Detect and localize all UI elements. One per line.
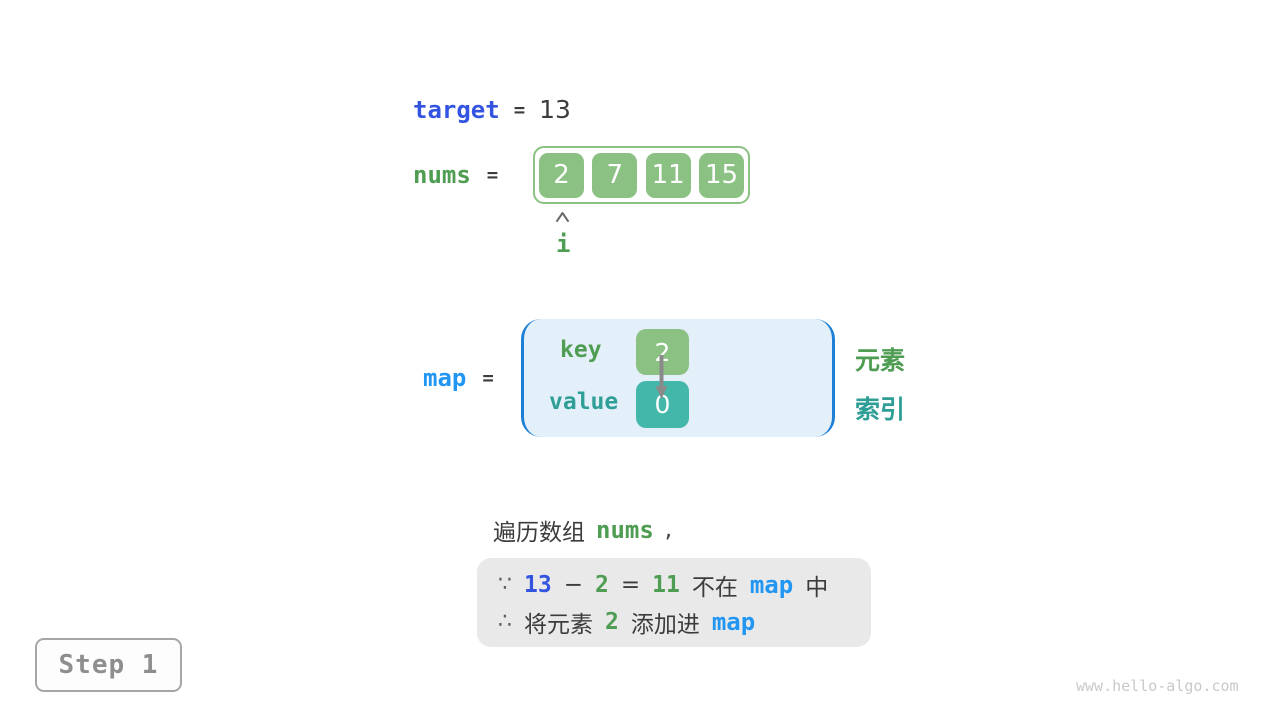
index-annotation: 索引	[855, 395, 906, 424]
nums-variable-name: nums	[413, 161, 471, 189]
nums-label: nums =	[413, 161, 498, 189]
array-cell: 11	[645, 152, 691, 198]
equals-sign: =	[513, 98, 526, 121]
minus-sign: −	[563, 571, 583, 598]
inference-line-2: ∴ 将元素 2 添加进 map	[498, 603, 871, 640]
traverse-sentence: 遍历数组 nums ,	[493, 513, 672, 547]
map-variable-name: map	[423, 364, 467, 392]
inference-line-1: ∵ 13 − 2 = 11 不在 map 中	[498, 566, 871, 603]
because-symbol: ∵	[498, 572, 512, 597]
index-pointer-label: i	[556, 230, 571, 258]
map-container: key 2 value 0	[521, 319, 835, 437]
equals-sign: =	[482, 367, 494, 389]
up-caret-icon	[556, 212, 569, 222]
difference-number-token: 11	[652, 571, 680, 598]
down-arrow-icon	[655, 355, 668, 399]
target-value: 13	[539, 95, 571, 124]
array-cell: 7	[592, 152, 638, 198]
in-text: 中	[805, 574, 829, 601]
add-into-text: 添加进	[630, 611, 700, 638]
target-number-token: 13	[524, 571, 552, 598]
add-element-text: 将元素	[524, 611, 593, 638]
map-code-token: map	[711, 607, 756, 636]
element-annotation: 元素	[855, 346, 906, 375]
target-variable-name: target	[413, 95, 500, 124]
step-badge: Step 1	[35, 638, 182, 692]
element-number-token: 2	[605, 608, 619, 635]
traverse-text: 遍历数组	[493, 520, 585, 546]
step-badge-label: Step 1	[58, 650, 159, 680]
therefore-symbol: ∴	[498, 609, 512, 634]
map-code-token: map	[749, 570, 794, 599]
equals-sign: =	[486, 164, 499, 186]
nums-array: 2 7 11 15	[533, 146, 750, 204]
map-label: map =	[423, 364, 494, 392]
array-cell: 15	[698, 152, 744, 198]
array-cell: 2	[539, 152, 584, 198]
watermark: www.hello-algo.com	[1076, 677, 1239, 695]
not-in-text: 不在	[691, 574, 738, 601]
key-label: key	[560, 337, 602, 363]
inference-panel: ∵ 13 − 2 = 11 不在 map 中 ∴ 将元素 2 添加进 map	[477, 558, 871, 647]
target-line: target = 13	[413, 95, 571, 124]
equals-sign: =	[620, 571, 641, 598]
element-number-token: 2	[594, 571, 609, 598]
nums-code-token: nums	[596, 516, 654, 544]
comma: ,	[664, 517, 673, 543]
value-label: value	[549, 389, 619, 415]
